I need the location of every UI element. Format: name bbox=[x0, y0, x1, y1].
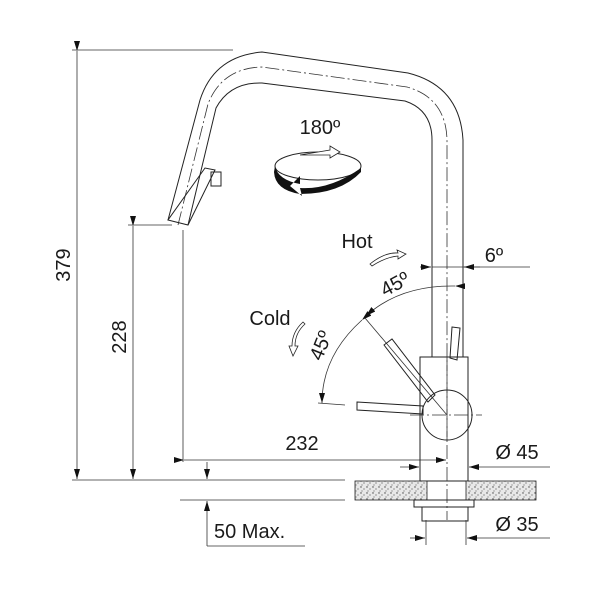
body-diameter-dimension: Ø 45 bbox=[400, 442, 550, 470]
hot-label: Hot bbox=[341, 231, 373, 253]
hot-arrow-icon bbox=[369, 249, 407, 267]
cold-label: Cold bbox=[249, 308, 290, 330]
height-379-dimension: 379 bbox=[53, 41, 80, 479]
shank-diameter-label: Ø 35 bbox=[495, 514, 538, 536]
spout-height-label: 228 bbox=[109, 320, 131, 353]
hot-angle-label: 45º bbox=[377, 268, 414, 302]
body-diameter-label: Ø 45 bbox=[495, 442, 538, 464]
height-228-dimension: 228 bbox=[109, 216, 136, 479]
reach-label: 232 bbox=[285, 433, 318, 455]
cold-arrow-icon bbox=[288, 321, 306, 357]
rotation-label: 180º bbox=[300, 117, 341, 139]
max-thickness-label: 50 Max. bbox=[214, 521, 285, 543]
max-thickness-dimension: 50 Max. bbox=[204, 462, 305, 547]
faucet-body bbox=[356, 326, 482, 520]
reach-232-dimension: 232 bbox=[174, 433, 446, 463]
faucet-spout bbox=[167, 51, 464, 440]
total-height-label: 379 bbox=[53, 248, 75, 281]
tilt-angle-label: 6º bbox=[485, 245, 504, 267]
rotation-180-icon: 180º bbox=[274, 117, 362, 196]
shank-diameter-dimension: Ø 35 bbox=[410, 514, 550, 545]
countertop bbox=[354, 480, 537, 522]
